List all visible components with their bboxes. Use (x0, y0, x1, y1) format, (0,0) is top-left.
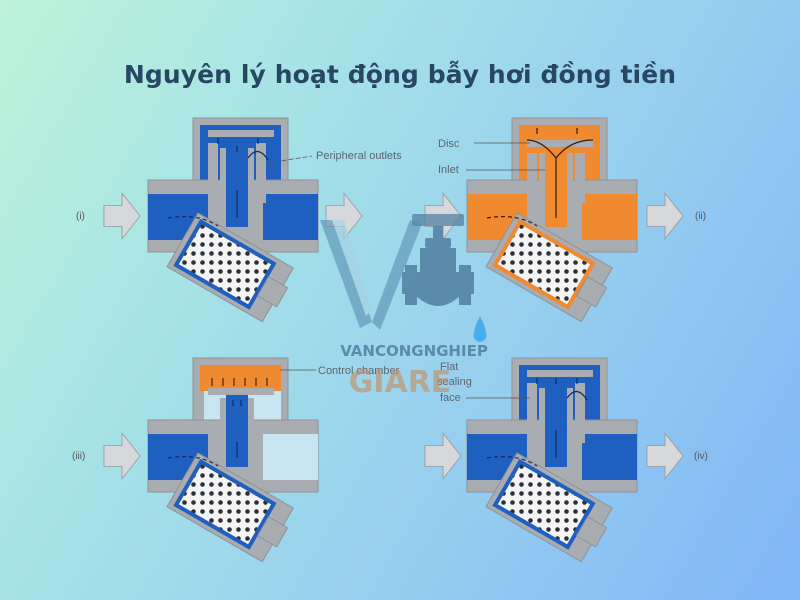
callout-face: face (440, 392, 461, 404)
inlet-flow-arrow (103, 432, 141, 480)
callout-inlet: Inlet (438, 164, 459, 176)
stage-label-i: (i) (76, 211, 85, 222)
callout-flat: Flat (440, 361, 458, 373)
outlet-flow-arrow (646, 432, 684, 480)
letter-v-logo-icon (320, 220, 422, 330)
stage-label-iii: (iii) (72, 451, 85, 462)
callout-peripheral-outlets: Peripheral outlets (316, 150, 402, 162)
panel-i (147, 117, 319, 323)
panel-iii (147, 357, 319, 563)
panel-ii (466, 117, 638, 323)
watermark-brand-text: VANCONGNGHIEP (340, 342, 488, 360)
outlet-passage (263, 194, 318, 240)
gate-valve-icon (402, 214, 474, 306)
watermark-giare-text: GIARE (349, 365, 452, 400)
page-title: Nguyên lý hoạt động bẫy hơi đồng tiền (123, 60, 677, 89)
watermark-logo: VANCONGNGHIEP GIARE (320, 214, 488, 400)
water-drop-icon (473, 316, 487, 342)
stage-label-iv: (iv) (694, 451, 708, 462)
inlet-flow-arrow (103, 192, 141, 240)
panel-iv (466, 357, 638, 563)
callout-line (267, 155, 313, 164)
inlet-flow-arrow (424, 432, 462, 480)
outlet-flow-arrow (646, 192, 684, 240)
callout-sealing: sealing (437, 376, 472, 388)
callout-control-chamber: Control chamber (318, 365, 400, 377)
disc (208, 130, 274, 137)
stage-label-ii: (ii) (695, 211, 706, 222)
callout-disc: Disc (438, 138, 460, 150)
